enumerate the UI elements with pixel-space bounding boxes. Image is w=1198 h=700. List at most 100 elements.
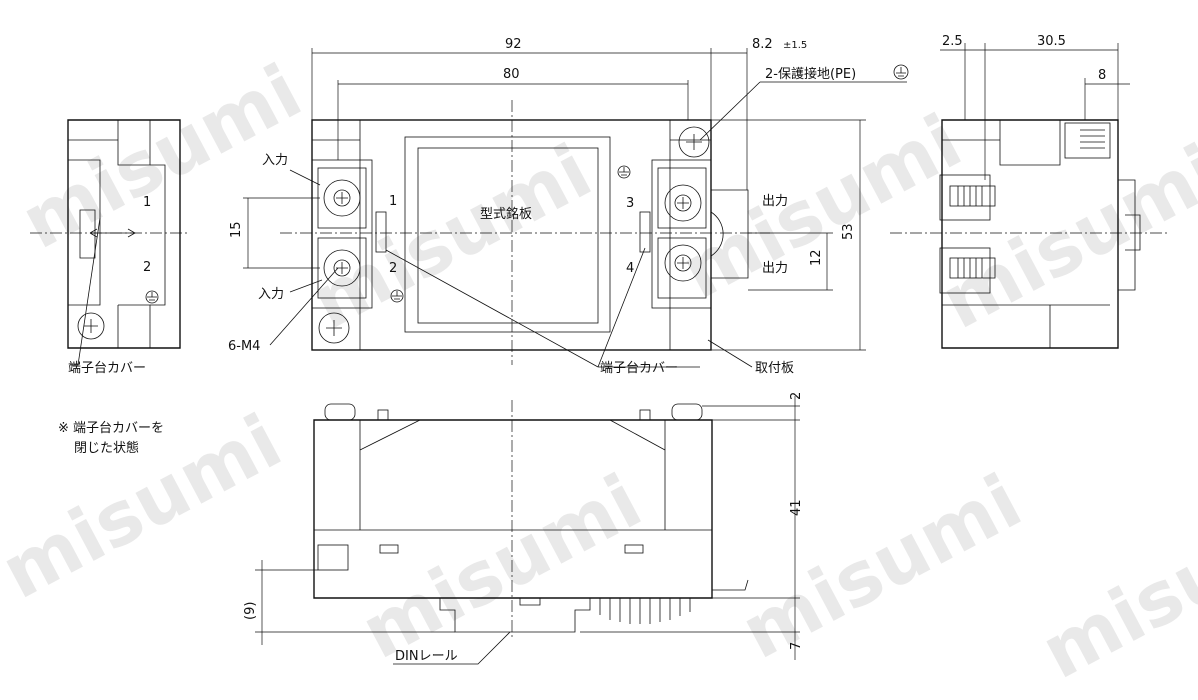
- screw-cross-icon: [84, 319, 98, 333]
- m4-label: 6-M4: [228, 339, 260, 354]
- cover-tab-right: [639, 211, 651, 253]
- terminal-label-4: 4: [626, 261, 634, 276]
- stud-upper: [949, 185, 996, 207]
- right-lower: [942, 304, 1110, 348]
- terminal-3-screw: [664, 184, 702, 222]
- screw-top-left: [324, 403, 356, 421]
- screw-cross-icon: [677, 257, 689, 269]
- output-leads: [711, 189, 749, 279]
- arrow-icon: [89, 228, 136, 238]
- terminal-4-screw: [664, 244, 702, 282]
- ground-symbol: [392, 291, 402, 300]
- watermark-text: misumi: [348, 458, 655, 676]
- dim-2: 2: [789, 392, 804, 400]
- right-body-outline: [941, 119, 1119, 349]
- stud-upper-thread: [957, 186, 983, 206]
- terminal-block-right: [651, 159, 712, 309]
- stud-lower-base: [939, 247, 991, 294]
- bottom-chamfer: [359, 419, 666, 451]
- dim-8: 8: [1098, 68, 1106, 83]
- din-rail-inner: [519, 598, 541, 606]
- left-side-view: 1 2 端子台カバー: [30, 119, 190, 376]
- left-inner: [150, 164, 166, 306]
- nameplate-label: 型式銘板: [480, 207, 532, 222]
- screw-cross-icon: [686, 134, 702, 150]
- terminal-2-screw: [323, 249, 361, 287]
- watermark-text: misumi: [728, 458, 1035, 676]
- din-rail: [439, 598, 591, 633]
- screw-cross-icon: [326, 320, 342, 336]
- leader-line: [385, 247, 700, 368]
- output-arc: [710, 211, 724, 257]
- nameplate-area: [417, 147, 599, 324]
- nameplate-frame: [404, 136, 611, 333]
- terminal-2-inner: [333, 259, 351, 277]
- ground-symbol: [619, 167, 629, 176]
- mount-screw-bottom: [318, 312, 350, 344]
- note-line-2: 閉じた状態: [74, 440, 139, 456]
- cover-tab-left: [375, 211, 387, 253]
- spring-tail: [712, 579, 749, 591]
- left-terminal-1: 1: [143, 195, 151, 210]
- left-lower: [117, 304, 151, 348]
- left-cover: [68, 159, 101, 306]
- right-side-view: 2.5 30.5 8: [890, 34, 1170, 349]
- bottom-body-lines: [314, 420, 712, 531]
- dim-15: 15: [229, 221, 244, 238]
- left-terminal-2: 2: [143, 260, 151, 275]
- pe-ground-icon: [893, 64, 909, 80]
- leader-line: [269, 267, 339, 346]
- front-inner: [359, 119, 671, 351]
- left-clip: [79, 209, 96, 259]
- stud-lower: [949, 257, 996, 279]
- pe-label: 2-保護接地(PE): [765, 66, 856, 82]
- screw-cross-icon: [336, 192, 348, 204]
- din-clip-right: [1118, 179, 1136, 291]
- tab-right: [639, 409, 651, 421]
- bottom-view: 2 41 7 (9) DINレール: [243, 392, 804, 665]
- left-body-outline: [67, 119, 181, 349]
- terminal-4-box: [657, 237, 707, 299]
- latch-left: [317, 544, 349, 571]
- leader-line: [289, 169, 321, 186]
- dim-41: 41: [789, 499, 804, 516]
- leader-line: [289, 279, 323, 293]
- ground-icon: [390, 289, 404, 303]
- terminal-1-inner: [333, 189, 351, 207]
- watermark-text: misumi: [298, 128, 605, 346]
- terminal-4-inner: [674, 254, 692, 272]
- dim-80: 80: [503, 67, 520, 82]
- stud-lower-thread: [957, 258, 983, 278]
- ground-icon: [145, 290, 159, 304]
- dim-2-5: 2.5: [942, 34, 963, 49]
- leader-line: [393, 631, 511, 665]
- terminal-3-inner: [674, 194, 692, 212]
- leader-line: [707, 339, 753, 368]
- terminal-label-3: 3: [626, 196, 634, 211]
- dim-tolerance: ±1.5: [783, 40, 807, 51]
- ground-icon: [617, 165, 631, 179]
- screw-head: [77, 312, 105, 340]
- pe-leader: [699, 81, 907, 141]
- dim-7: 7: [789, 642, 804, 650]
- input-label-top: 入力: [262, 153, 288, 168]
- front-view: 92 80 8.2 ±1.5 2-保護接地(PE) 型式銘板 1 2: [228, 37, 909, 376]
- terminal-label-2: 2: [389, 261, 397, 276]
- slot-right: [624, 544, 644, 554]
- screw-cross-icon: [677, 197, 689, 209]
- dim-92: 92: [505, 37, 522, 52]
- left-body-detail: [68, 120, 151, 166]
- dim-30-5: 30.5: [1037, 34, 1066, 49]
- slot-left: [379, 544, 399, 554]
- output-label-bottom: 出力: [762, 261, 788, 276]
- watermark-text: misumi: [668, 98, 975, 316]
- mount-screw-top: [678, 126, 710, 158]
- dim-12: 12: [809, 249, 824, 266]
- pe-terminal: [1064, 122, 1111, 159]
- dim-9: (9): [243, 602, 258, 620]
- screw-top-right: [671, 403, 703, 421]
- input-label-bottom: 入力: [258, 287, 284, 302]
- pe-thread: [1080, 129, 1105, 149]
